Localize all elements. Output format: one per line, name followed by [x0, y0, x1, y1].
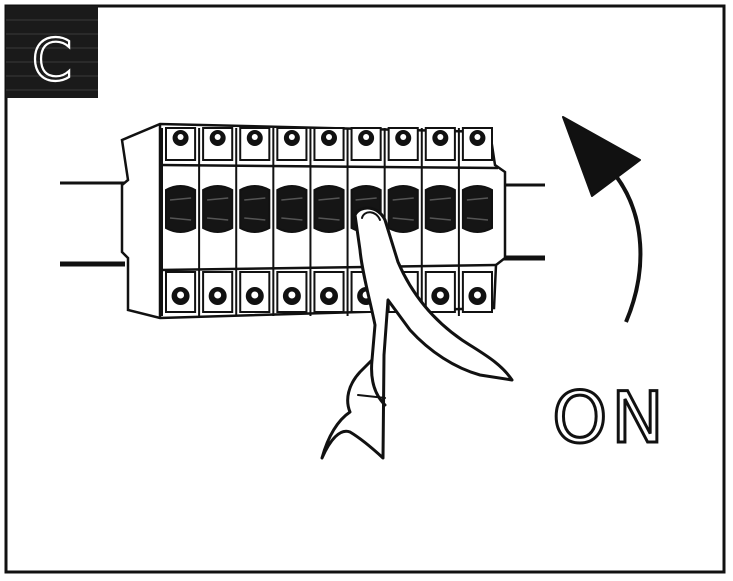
hand-pressing-icon: [320, 206, 514, 460]
breaker-module: [235, 127, 271, 316]
on-label: ON: [552, 377, 667, 459]
breaker-module: [420, 127, 456, 316]
breaker-toggle: [461, 185, 493, 233]
breaker-module: [272, 127, 308, 316]
curved-arrow-up-icon: [562, 116, 643, 323]
breaker-toggle: [239, 185, 271, 233]
breaker-toggle: [387, 185, 419, 233]
breaker-toggle: [313, 185, 345, 233]
breaker-toggle: [202, 185, 234, 233]
top-terminal: [313, 127, 345, 161]
breaker-toggle: [165, 185, 197, 233]
breaker-module: [309, 127, 345, 316]
step-letter: C: [32, 26, 73, 94]
breaker-module: [161, 127, 197, 316]
breaker-module: [457, 127, 493, 316]
step-badge: C: [6, 6, 98, 98]
breaker-modules: [161, 127, 493, 316]
breaker-toggle: [424, 185, 456, 233]
breaker-toggle: [276, 185, 308, 233]
breaker-module: [198, 127, 234, 316]
